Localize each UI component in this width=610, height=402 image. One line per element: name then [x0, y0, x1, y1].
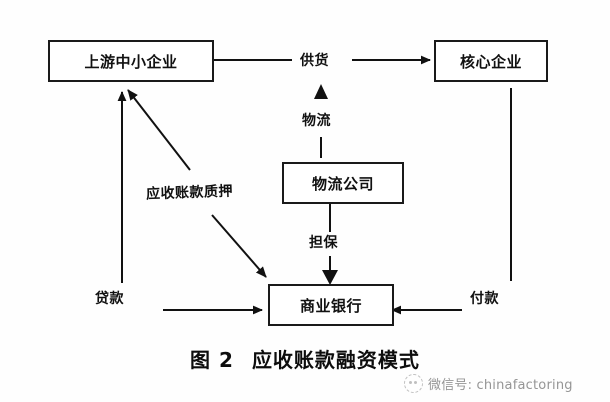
edge-label-guarantee: 担保	[309, 235, 338, 251]
node-core-enterprise-label: 核心企业	[459, 52, 522, 71]
edge-label-loan: 贷款	[95, 291, 124, 307]
node-core-enterprise[interactable]: 核心企业	[434, 40, 548, 82]
node-commercial-bank[interactable]: 商业银行	[268, 284, 394, 326]
node-commercial-bank-label: 商业银行	[299, 296, 362, 315]
figure-title: 应收账款融资模式	[251, 348, 420, 372]
node-logistics-company-label: 物流公司	[311, 174, 374, 193]
edge-label-receivables-pledge: 应收账款质押	[145, 183, 234, 203]
figure-caption: 图 2 应收账款融资模式	[0, 344, 610, 373]
node-upstream-sme-label: 上游中小企业	[84, 52, 178, 71]
watermark-text: 微信号: chinafactoring	[428, 378, 573, 393]
figure-number: 图 2	[190, 348, 234, 372]
edge-logistics-arrowhead	[314, 84, 328, 99]
watermark: 微信号: chinafactoring	[404, 374, 573, 393]
edge-label-supply: 供货	[300, 53, 329, 69]
edge-guarantee-arrowhead	[322, 270, 338, 285]
node-logistics-company[interactable]: 物流公司	[282, 162, 404, 204]
wechat-logo-icon	[404, 374, 423, 393]
node-upstream-sme[interactable]: 上游中小企业	[48, 40, 214, 82]
edge-label-payment: 付款	[470, 291, 499, 307]
edge-receivables-pledge-lower	[211, 214, 267, 278]
edge-receivables-pledge-upper	[127, 89, 191, 171]
edge-label-logistics: 物流	[302, 113, 331, 129]
